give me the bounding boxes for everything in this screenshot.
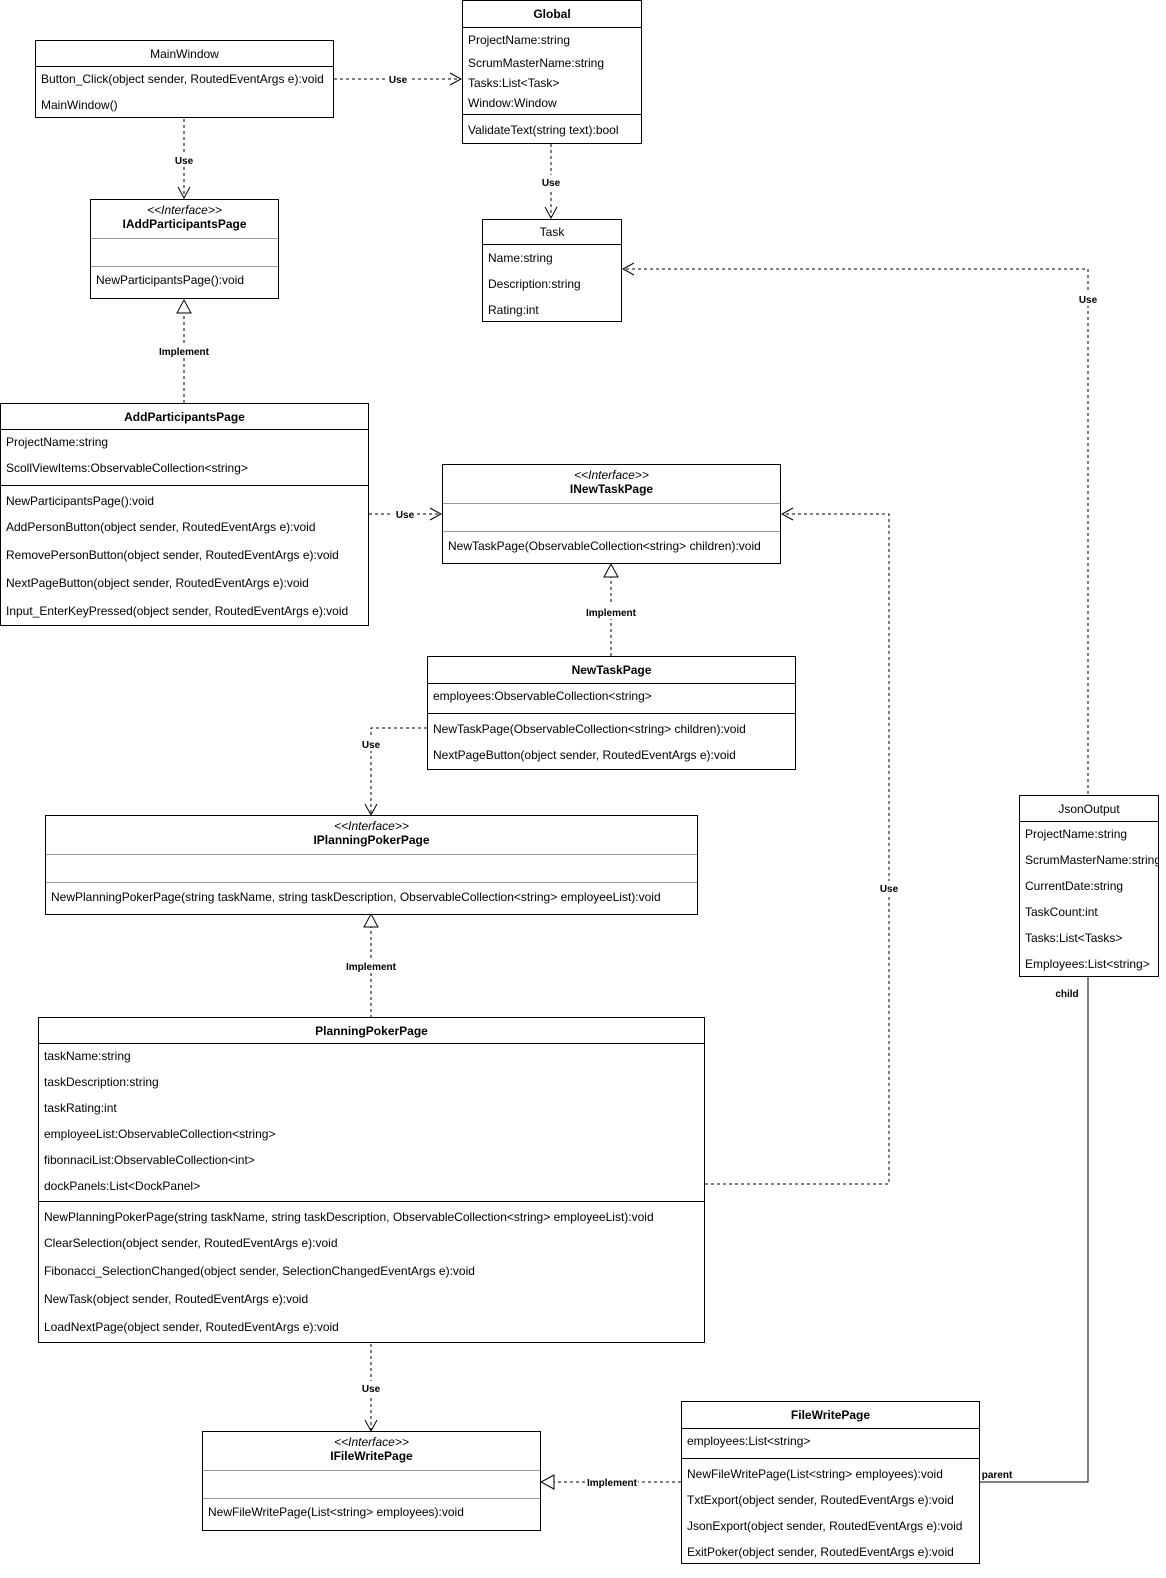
edge-label-implement: Implement: [587, 1478, 638, 1489]
class-jsonoutput: JsonOutput ProjectName:string ScrumMaste…: [1019, 795, 1159, 977]
attribute: Name:string: [488, 251, 553, 265]
interface-ifilewritepage: <<Interface>> IFileWritePage NewFileWrit…: [202, 1431, 541, 1531]
method: LoadNextPage(object sender, RoutedEventA…: [44, 1320, 339, 1334]
attribute: ScrumMasterName:string: [1025, 853, 1159, 867]
attribute: Rating:int: [488, 303, 539, 317]
method: ExitPoker(object sender, RoutedEventArgs…: [687, 1545, 954, 1559]
class-mainwindow: MainWindow Button_Click(object sender, R…: [35, 40, 334, 118]
method: NewParticipantsPage():void: [6, 494, 155, 508]
class-name: Global: [533, 7, 571, 21]
stereotype: <<Interface>>: [574, 468, 649, 482]
interface-iplanningpokerpage: <<Interface>> IPlanningPokerPage NewPlan…: [45, 815, 698, 915]
attribute: Window:Window: [468, 96, 557, 110]
edge-label-use: Use: [1079, 295, 1098, 306]
interface-inewtaskpage: <<Interface>> INewTaskPage NewTaskPage(O…: [442, 464, 781, 564]
attribute: fibonnaciList:ObservableCollection<int>: [44, 1153, 255, 1167]
stereotype: <<Interface>>: [147, 203, 222, 217]
edge-label-use: Use: [175, 156, 194, 167]
edge-label-parent: parent: [982, 1470, 1013, 1481]
method: NewTaskPage(ObservableCollection<string>…: [448, 539, 761, 553]
attribute: Description:string: [488, 277, 581, 291]
stereotype: <<Interface>>: [334, 819, 409, 833]
edge-label-implement: Implement: [346, 962, 397, 973]
edge-label-use: Use: [389, 75, 408, 86]
method: TxtExport(object sender, RoutedEventArgs…: [687, 1493, 954, 1507]
method: NewFileWritePage(List<string> employees)…: [208, 1505, 464, 1519]
method: NewTaskPage(ObservableCollection<string>…: [433, 722, 746, 736]
edge-planning-inewtask: [705, 507, 890, 1185]
attribute: taskRating:int: [44, 1101, 117, 1115]
edge-label-child: child: [1055, 989, 1078, 1000]
edge-label-implement: Implement: [159, 347, 210, 358]
attribute: Employees:List<string>: [1025, 957, 1150, 971]
method: ClearSelection(object sender, RoutedEven…: [44, 1236, 338, 1250]
method: NewTask(object sender, RoutedEventArgs e…: [44, 1292, 309, 1306]
method: NewFileWritePage(List<string> employees)…: [687, 1467, 943, 1481]
attribute: CurrentDate:string: [1025, 879, 1124, 893]
method: NewPlanningPokerPage(string taskName, st…: [44, 1210, 654, 1224]
class-name: INewTaskPage: [569, 482, 654, 496]
attribute: dockPanels:List<DockPanel>: [44, 1179, 201, 1193]
attribute: ProjectName:string: [6, 435, 109, 449]
method: RemovePersonButton(object sender, Routed…: [6, 548, 339, 562]
class-filewritepage: FileWritePage employees:List<string> New…: [681, 1401, 980, 1564]
attribute: ProjectName:string: [468, 33, 571, 47]
method: NewPlanningPokerPage(string taskName, st…: [51, 890, 661, 904]
edge-label-implement: Implement: [586, 608, 637, 619]
edge-label-use: Use: [396, 510, 415, 521]
method: AddPersonButton(object sender, RoutedEve…: [6, 520, 316, 534]
class-name: Task: [539, 225, 565, 239]
method: MainWindow(): [41, 98, 118, 112]
attribute: Tasks:List<Task>: [468, 76, 560, 90]
edge-jsonoutput-filewrite: [980, 977, 1089, 1483]
attribute: employeeList:ObservableCollection<string…: [44, 1127, 276, 1141]
attribute: taskDescription:string: [44, 1075, 159, 1089]
edge-newtask-iplanning: [364, 727, 427, 817]
method: Fibonacci_SelectionChanged(object sender…: [44, 1264, 475, 1278]
class-name: NewTaskPage: [571, 663, 652, 677]
class-addparticipantspage: AddParticipantsPage ProjectName:string S…: [0, 403, 369, 626]
class-name: JsonOutput: [1058, 801, 1120, 816]
class-newtaskpage: NewTaskPage employees:ObservableCollecti…: [427, 656, 796, 770]
interface-iaddparticipantspage: <<Interface>> IAddParticipantsPage NewPa…: [90, 199, 279, 299]
class-name: IAddParticipantsPage: [122, 217, 247, 231]
class-global: Global ProjectName:string ScrumMasterNam…: [462, 0, 642, 144]
edge-label-use: Use: [880, 884, 899, 895]
attribute: Tasks:List<Tasks>: [1025, 931, 1123, 945]
method: Input_EnterKeyPressed(object sender, Rou…: [6, 604, 349, 618]
edge-label-use: Use: [362, 1384, 381, 1395]
stereotype: <<Interface>>: [334, 1435, 409, 1449]
method: JsonExport(object sender, RoutedEventArg…: [687, 1519, 963, 1533]
attribute: ScollViewItems:ObservableCollection<stri…: [6, 461, 248, 475]
edge-jsonoutput-task: [621, 262, 1089, 794]
method: NextPageButton(object sender, RoutedEven…: [433, 748, 736, 762]
attribute: TaskCount:int: [1025, 905, 1098, 919]
class-name: PlanningPokerPage: [315, 1023, 428, 1038]
attribute: ScrumMasterName:string: [468, 56, 605, 70]
class-planningpokerpage: PlanningPokerPage taskName:string taskDe…: [38, 1017, 705, 1343]
class-name: IPlanningPokerPage: [313, 833, 430, 847]
method: NextPageButton(object sender, RoutedEven…: [6, 576, 309, 590]
class-task: Task Name:string Description:string Rati…: [482, 219, 622, 322]
method: NewParticipantsPage():void: [96, 273, 245, 287]
class-name: FileWritePage: [790, 1408, 871, 1422]
attribute: employees:ObservableCollection<string>: [433, 689, 652, 703]
method: Button_Click(object sender, RoutedEventA…: [41, 72, 324, 86]
attribute: taskName:string: [44, 1049, 131, 1063]
edge-label-use: Use: [542, 178, 561, 189]
class-name: AddParticipantsPage: [124, 409, 245, 424]
class-name: IFileWritePage: [330, 1449, 413, 1463]
class-name: MainWindow: [150, 46, 219, 61]
attribute: employees:List<string>: [687, 1434, 811, 1448]
edge-label-use: Use: [362, 740, 381, 751]
method: ValidateText(string text):bool: [468, 123, 619, 137]
attribute: ProjectName:string: [1025, 827, 1128, 841]
